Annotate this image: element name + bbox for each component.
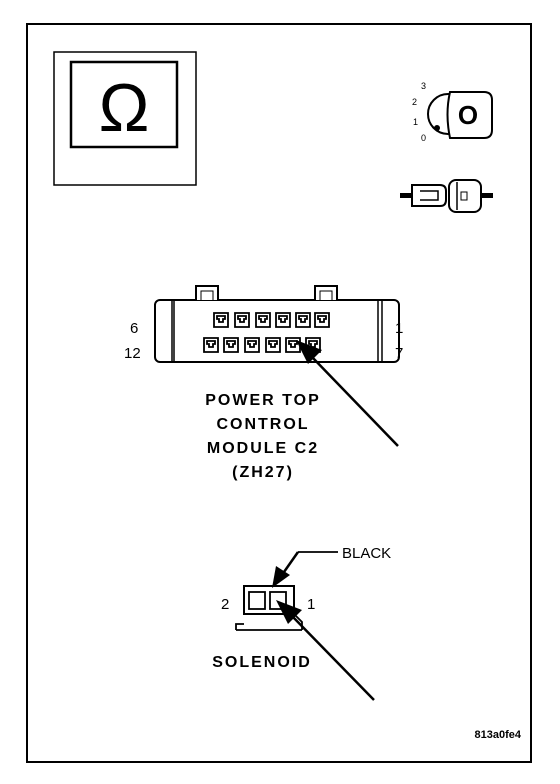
solenoid-pin-label-1: 1 — [307, 596, 315, 613]
pin-label-1: 1 — [395, 320, 403, 337]
solenoid-pointer-arrow — [276, 600, 375, 701]
key-label: O — [458, 100, 478, 130]
pin-label-6: 6 — [130, 320, 138, 337]
cavity-row-top — [213, 312, 330, 328]
outer-frame — [26, 23, 532, 763]
ohmmeter-icon: Ω — [53, 51, 197, 186]
ignition-position-1: 1 — [413, 117, 418, 127]
connector-plug-icon — [400, 179, 493, 213]
solenoid-title: SOLENOID — [212, 654, 312, 671]
control-module-connector — [154, 285, 400, 363]
ignition-position-3: 3 — [421, 81, 426, 91]
connector-title-line-2: CONTROL — [216, 416, 309, 433]
solenoid-pin-label-2: 2 — [221, 596, 229, 613]
connector-pointer-arrow — [296, 340, 399, 447]
connector-title-line-1: POWER TOP — [205, 392, 321, 409]
cavity-row-bottom — [203, 337, 321, 353]
wire-color-label: BLACK — [342, 545, 391, 562]
figure-id: 813a0fe4 — [475, 729, 522, 741]
connector-title-line-4: (ZH27) — [232, 464, 294, 481]
black-wire-leader — [272, 551, 338, 588]
ignition-key-icon: 3 2 1 0 O — [412, 81, 493, 143]
ignition-position-2: 2 — [412, 97, 417, 107]
pin-label-12: 12 — [124, 345, 141, 362]
ignition-position-0: 0 — [421, 133, 426, 143]
connector-title-line-3: MODULE C2 — [207, 440, 319, 457]
pin-label-7: 7 — [395, 345, 403, 362]
ohm-symbol: Ω — [99, 70, 150, 146]
